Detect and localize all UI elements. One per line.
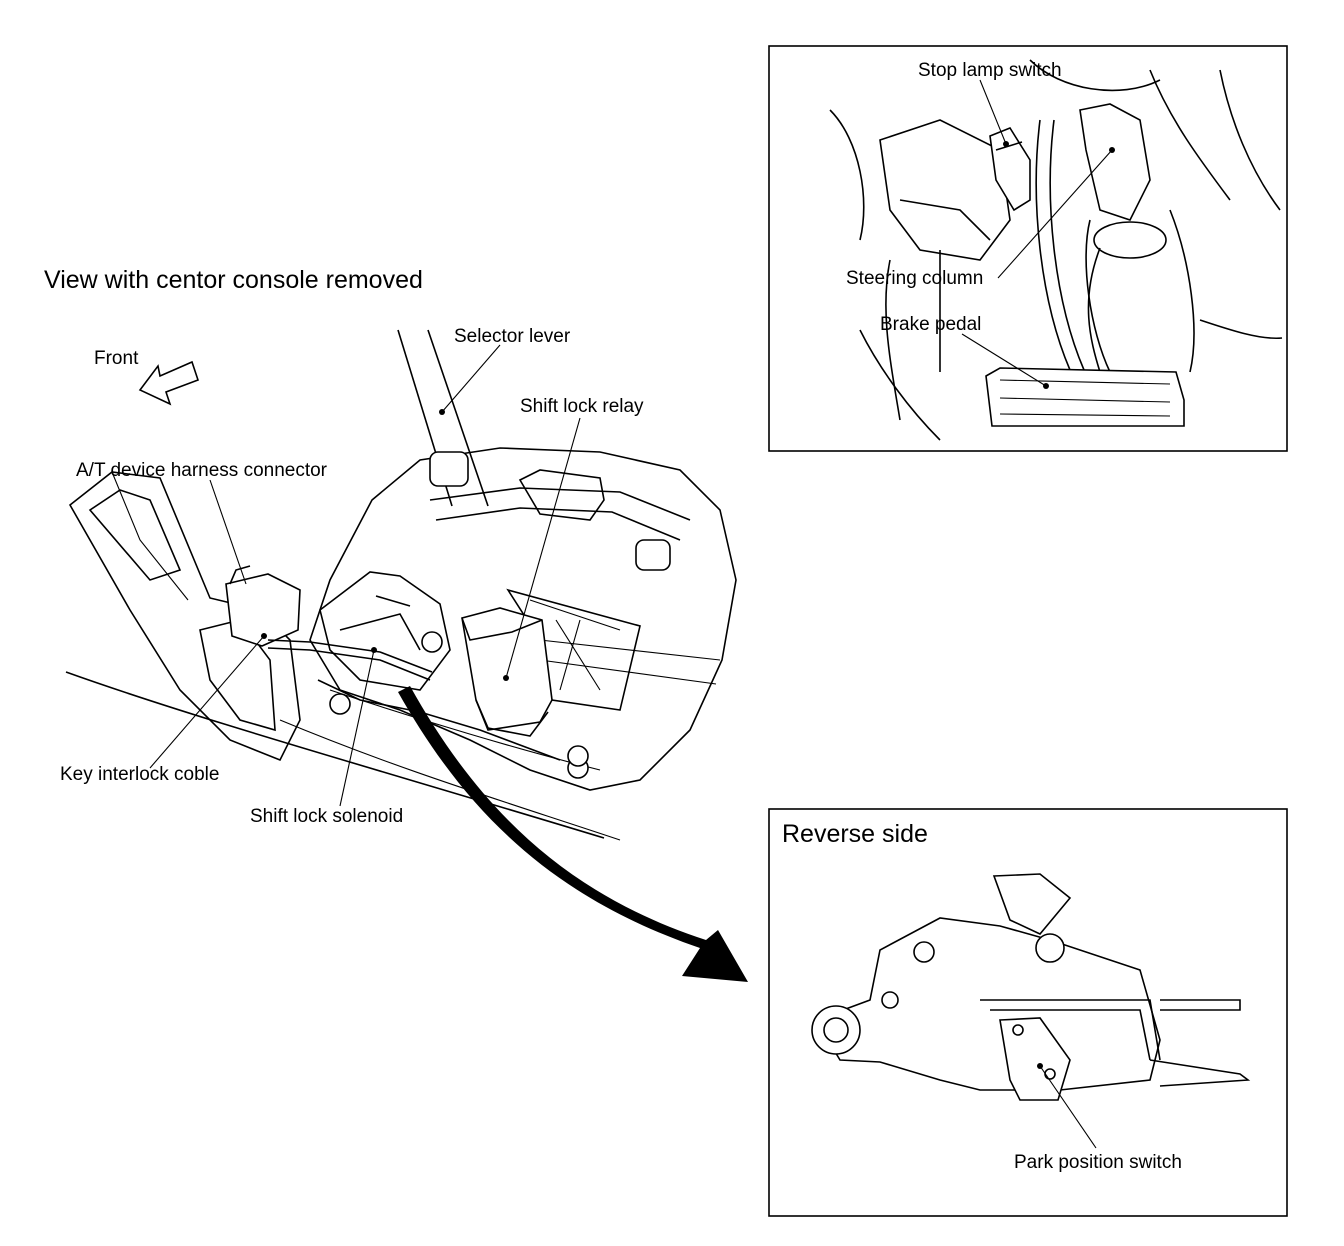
shift-lock-relay-label: Shift lock relay <box>520 396 644 417</box>
steering-column-drawing <box>1029 59 1283 373</box>
reverse-inset-frame <box>768 808 1288 1217</box>
stop-lamp-switch-drawing <box>989 127 1031 212</box>
floor-lines <box>65 671 621 841</box>
pedal-inset: Stop lamp switch Steering column Brake p… <box>768 45 1288 452</box>
shift-lock-relay <box>461 607 553 737</box>
park-position-switch-label: Park position switch <box>1014 1152 1182 1173</box>
at-harness-connector <box>225 565 301 647</box>
front-arrow-icon <box>138 360 200 406</box>
at-harness-connector-label: A/T device harness connector <box>76 460 328 481</box>
reverse-inset-leaders <box>1037 1063 1097 1149</box>
stop-lamp-switch-label: Stop lamp switch <box>918 60 1062 81</box>
selector-lever-label: Selector lever <box>454 326 571 347</box>
pedal-bracket-drawing <box>829 109 1085 441</box>
key-interlock-cable-label: Key interlock coble <box>60 764 219 785</box>
reverse-inset-title: Reverse side <box>782 820 928 848</box>
reverse-side-drawing <box>811 873 1251 1101</box>
shift-lock-solenoid-assembly <box>319 571 451 691</box>
front-label: Front <box>94 348 139 369</box>
key-interlock-cable <box>267 639 433 681</box>
shift-lock-solenoid-label: Shift lock solenoid <box>250 806 403 827</box>
steering-column-label: Steering column <box>846 268 983 289</box>
main-view-leaders <box>149 344 581 807</box>
pedal-inset-leaders <box>961 79 1115 389</box>
main-view-title: View with centor console removed <box>44 266 423 294</box>
reverse-view-arrow-icon <box>398 686 748 982</box>
reverse-inset: Reverse side Park position switch <box>768 808 1288 1217</box>
shift-housing <box>309 447 737 791</box>
brake-pedal-drawing <box>985 367 1185 427</box>
brake-pedal-label: Brake pedal <box>880 314 981 335</box>
pedal-inset-frame <box>768 45 1288 452</box>
main-view: View with centor console removed Front <box>44 266 748 982</box>
